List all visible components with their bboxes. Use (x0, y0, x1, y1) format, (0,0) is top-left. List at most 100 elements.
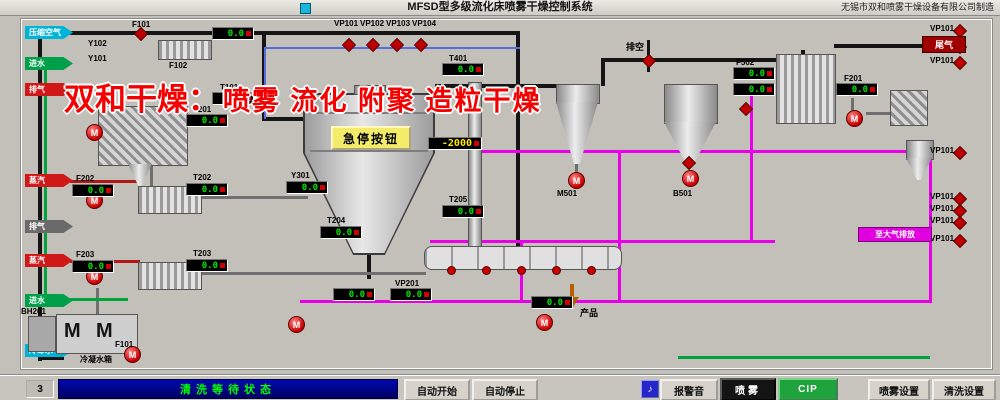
pump-icon[interactable]: M (86, 124, 103, 141)
display-value: 0.0 (457, 206, 474, 217)
feed-arrow-water-in: 进水 (25, 57, 73, 70)
condensate-tank (56, 314, 138, 354)
feed-arrow-compressed-air: 压缩空气 (25, 26, 73, 39)
spray-mode-button[interactable]: 喷雾 (720, 378, 776, 400)
value-display: 0.0 (286, 181, 328, 194)
pump-icon[interactable]: M (536, 314, 553, 331)
equipment-tag: F101 (115, 340, 134, 349)
company-name: 无锡市双和喷雾干燥设备有限公司制造 (840, 2, 994, 12)
clean-settings-button[interactable]: 清洗设置 (932, 379, 996, 400)
equipment-tag: B501 (673, 189, 693, 198)
equipment-tag: VP103 (386, 19, 411, 28)
atmosphere-discharge-label: 至大气排放 (858, 227, 932, 242)
equipment-tag: VP102 (360, 19, 385, 28)
pipe (516, 33, 520, 248)
alarm-dot-icon (320, 185, 325, 190)
pipe (38, 31, 42, 361)
tailgas-label: 尾气 (922, 36, 966, 53)
alarm-sound-icon[interactable]: ♪ (641, 380, 659, 398)
display-value: 0.0 (546, 297, 563, 308)
alarm-dot-icon (476, 67, 481, 72)
equipment-tag: F101 (132, 20, 151, 29)
feed-arrow-water-in-2: 进水 (25, 294, 73, 307)
feed-arrow-steam-1: 蒸汽 (25, 174, 73, 187)
tank-motor-label: M (64, 320, 81, 342)
status-bar: 清洗等待状态 (58, 379, 398, 399)
value-display: 0.0 (320, 226, 362, 239)
pump-icon[interactable]: M (288, 316, 305, 333)
header-icon (300, 3, 311, 14)
pipe (866, 112, 892, 115)
equipment-tag: VP101 (930, 56, 955, 65)
pipe (150, 166, 153, 188)
value-display: 0.0 (186, 183, 228, 196)
auto-start-button[interactable]: 自动开始 (404, 379, 470, 400)
bed-valve-icon[interactable] (447, 266, 456, 275)
equipment-tag: VP101 (930, 146, 955, 155)
bag-filter-right[interactable] (890, 90, 928, 126)
equipment-tag: F202 (76, 174, 95, 183)
air-heater-f102[interactable] (158, 40, 212, 60)
display-value: 0.0 (748, 84, 765, 95)
feed-label: 进水 (29, 59, 45, 68)
display-value: 0.0 (87, 185, 104, 196)
equipment-tag: F203 (76, 250, 95, 259)
alarm-dot-icon (106, 264, 111, 269)
alarm-dot-icon (870, 87, 875, 92)
bed-valve-icon[interactable] (482, 266, 491, 275)
condenser[interactable] (776, 54, 836, 124)
alarm-sound-button[interactable]: 报警音 (660, 379, 718, 400)
alarm-dot-icon (354, 230, 359, 235)
pump-icon[interactable]: M (568, 172, 585, 189)
pipe (435, 84, 559, 88)
pump-icon[interactable]: M (682, 170, 699, 187)
equipment-tag: Y101 (88, 54, 107, 63)
pipe (618, 150, 621, 302)
diagram-frame (20, 18, 993, 370)
spray-settings-button[interactable]: 喷雾设置 (868, 379, 930, 400)
equipment-tag: VP101 (930, 204, 955, 213)
value-display: 0.0 (836, 83, 878, 96)
feed-arrow-steam-2: 蒸汽 (25, 254, 73, 267)
pipe (430, 240, 775, 243)
display-value: 0.0 (201, 260, 218, 271)
bed-valve-icon[interactable] (552, 266, 561, 275)
feed-label: 蒸汽 (29, 256, 45, 265)
pipe (264, 47, 266, 119)
equipment-tag: VP101 (930, 234, 955, 243)
pump-icon[interactable]: M (124, 346, 141, 363)
alarm-dot-icon (767, 71, 772, 76)
pipe (851, 98, 854, 114)
equipment-tag: BH201 (21, 307, 46, 316)
product-arrow-icon (570, 284, 574, 298)
display-value: 0.0 (201, 184, 218, 195)
equipment-tag: Y301 (291, 171, 310, 180)
pipe (70, 298, 128, 301)
display-value: 0.0 (87, 261, 104, 272)
alarm-dot-icon (220, 118, 225, 123)
feed-label: 蒸汽 (29, 176, 45, 185)
display-value: 0.0 (748, 68, 765, 79)
pipe (300, 300, 932, 303)
pipe (70, 31, 520, 35)
pipe (834, 44, 926, 48)
bed-valve-icon[interactable] (587, 266, 596, 275)
bag-filter-left[interactable] (98, 106, 188, 166)
pump-icon[interactable]: M (846, 110, 863, 127)
value-display: 0.0 (72, 184, 114, 197)
equipment-tag: VP101 (930, 216, 955, 225)
counter-box[interactable]: 3 (26, 380, 54, 398)
bed-valve-icon[interactable] (517, 266, 526, 275)
pipe (929, 150, 932, 302)
cyclone-1-top (556, 84, 600, 104)
product-label: 产品 (580, 308, 599, 318)
display-value: 0.0 (405, 289, 422, 300)
pipe (262, 117, 307, 121)
auto-stop-button[interactable]: 自动停止 (472, 379, 538, 400)
value-display: 0.0 (212, 92, 254, 105)
emergency-stop-button[interactable]: 急停按钮 (331, 126, 411, 150)
cip-button[interactable]: CIP (778, 378, 838, 400)
display-value: -2000 (441, 138, 472, 149)
alarm-dot-icon (565, 300, 570, 305)
display-value: 0.0 (301, 182, 318, 193)
